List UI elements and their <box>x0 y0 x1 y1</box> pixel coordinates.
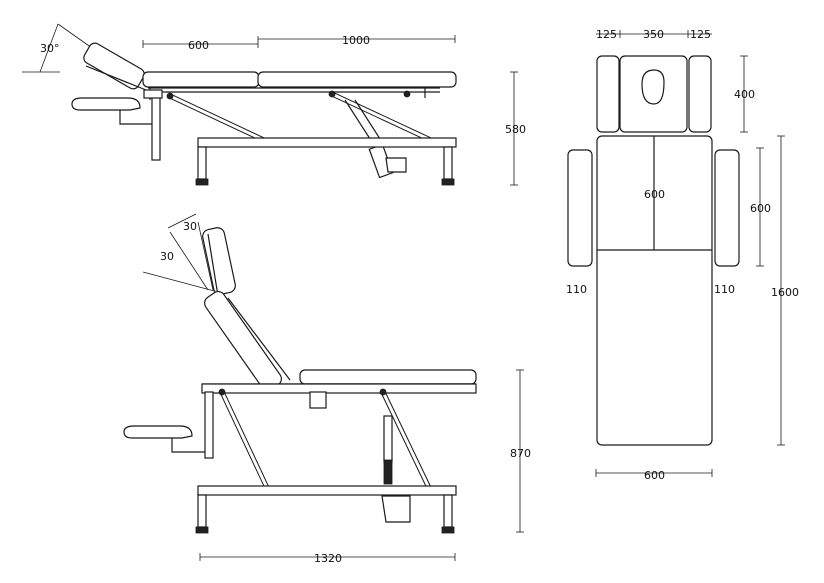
dim-width: 600 <box>644 469 665 482</box>
angle-label: 30° <box>40 42 60 55</box>
dim-side-right: 125 <box>690 28 711 41</box>
angle-label-a: 30 <box>183 220 197 233</box>
dim-mid-inner: 600 <box>644 188 665 201</box>
dim-height-flat: 580 <box>505 123 526 136</box>
dim-height-raised: 870 <box>510 447 531 460</box>
dim-total-length: 1600 <box>771 286 799 299</box>
dim-arm-right: 110 <box>714 283 735 296</box>
dim-side-left: 125 <box>596 28 617 41</box>
dim-arm-left: 110 <box>566 283 587 296</box>
top-view: 125 350 125 400 600 600 110 110 1600 <box>566 28 799 482</box>
dim-length: 1320 <box>314 552 342 565</box>
dim-body-section: 1000 <box>342 34 370 47</box>
angle-label-b: 30 <box>160 250 174 263</box>
dim-head-section: 600 <box>188 39 209 52</box>
dim-head-length: 400 <box>734 88 755 101</box>
side-view-flat: 30° 600 1000 <box>22 23 526 186</box>
dim-mid-outer: 600 <box>750 202 771 215</box>
dim-center: 350 <box>643 28 664 41</box>
side-view-raised: 30 30 <box>123 213 531 565</box>
